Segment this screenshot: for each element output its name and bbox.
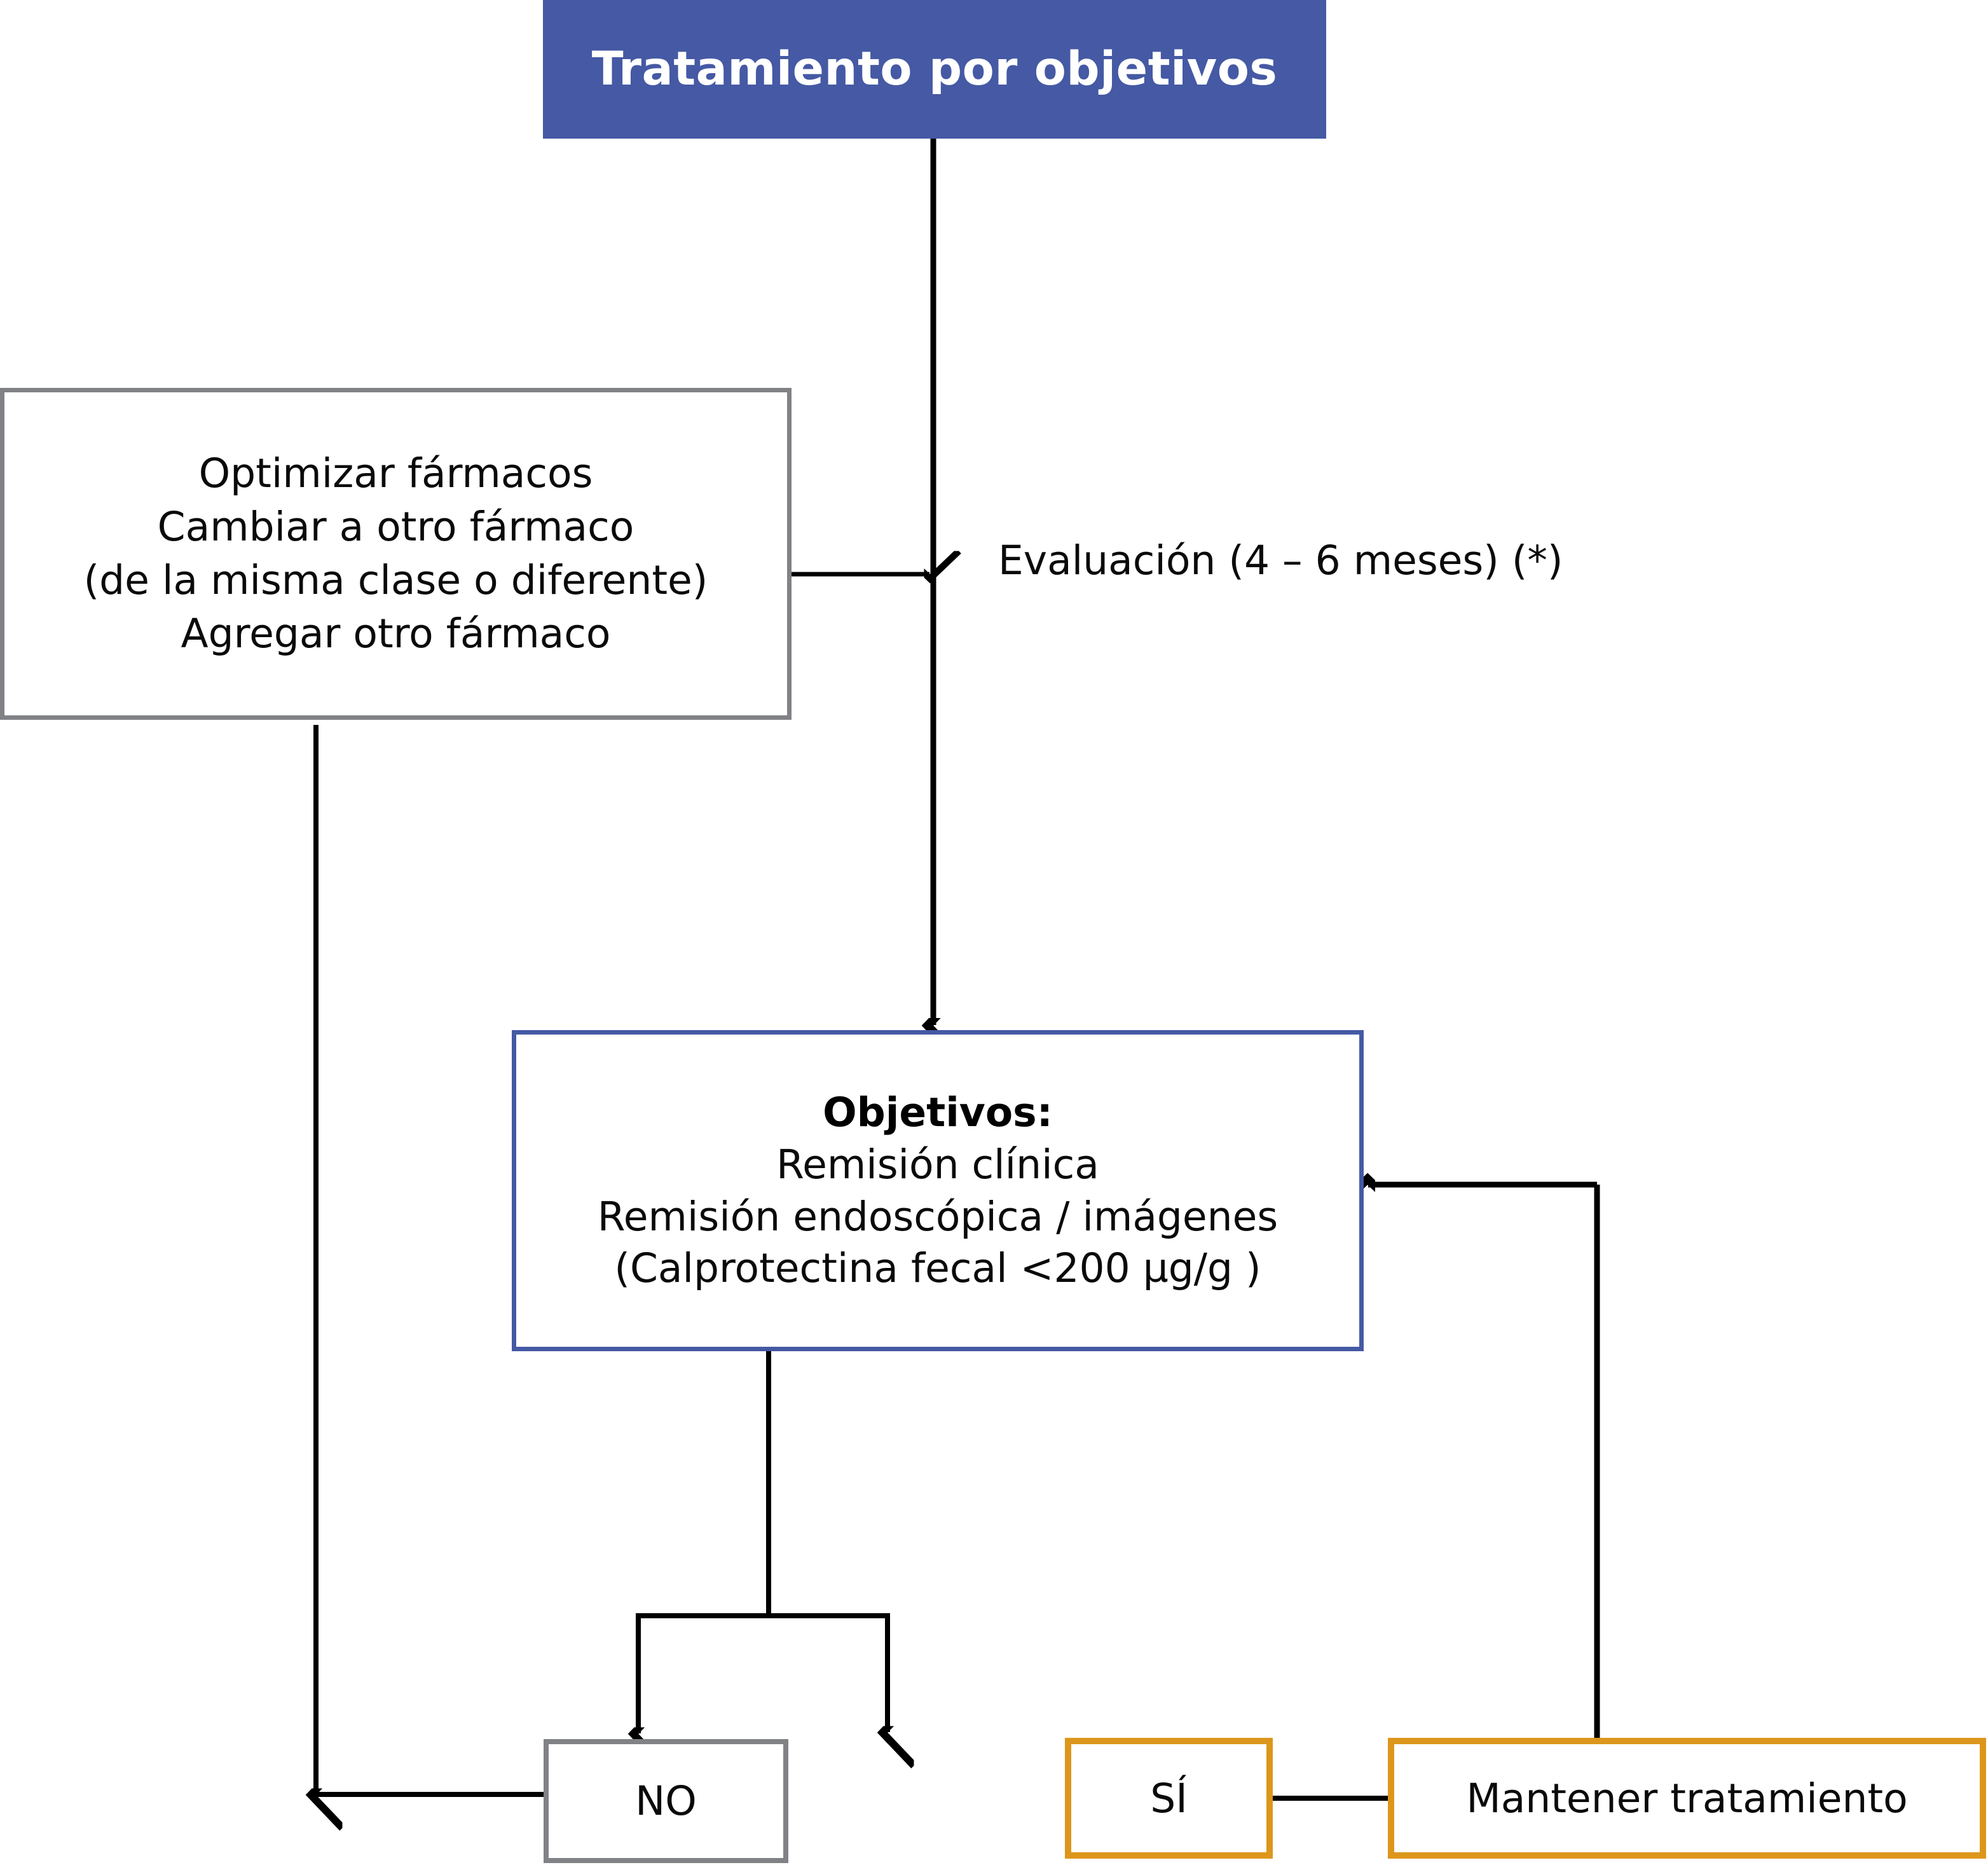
- decision-yes-label: SÍ: [1150, 1775, 1188, 1822]
- decision-yes-box: SÍ: [1065, 1738, 1273, 1859]
- maintain-treatment-box: Mantener tratamiento: [1388, 1738, 1986, 1859]
- goals-line-2: Remisión endoscópica / imágenes: [597, 1193, 1278, 1240]
- goals-heading: Objetivos:: [823, 1089, 1053, 1136]
- optimize-treatment-box: Optimizar fármacos Cambiar a otro fármac…: [0, 388, 792, 720]
- optimize-line-2: Cambiar a otro fármaco: [157, 504, 634, 551]
- evaluation-label: Evaluación (4 – 6 meses) (*): [998, 537, 1563, 584]
- decision-no-box: NO: [544, 1739, 788, 1863]
- page-title: Tratamiento por objetivos: [591, 41, 1278, 96]
- goals-line-3: (Calprotectina fecal <200 µg/g ): [614, 1245, 1261, 1292]
- maintain-treatment-label: Mantener tratamiento: [1466, 1775, 1908, 1822]
- goals-line-1: Remisión clínica: [776, 1141, 1099, 1188]
- goals-box: Objetivos: Remisión clínica Remisión end…: [512, 1030, 1364, 1351]
- header-banner: Tratamiento por objetivos: [543, 0, 1326, 139]
- optimize-line-4: Agregar otro fármaco: [181, 610, 611, 657]
- decision-no-label: NO: [635, 1778, 697, 1824]
- optimize-line-3: (de la misma clase o diferente): [83, 557, 708, 603]
- optimize-line-1: Optimizar fármacos: [198, 450, 593, 497]
